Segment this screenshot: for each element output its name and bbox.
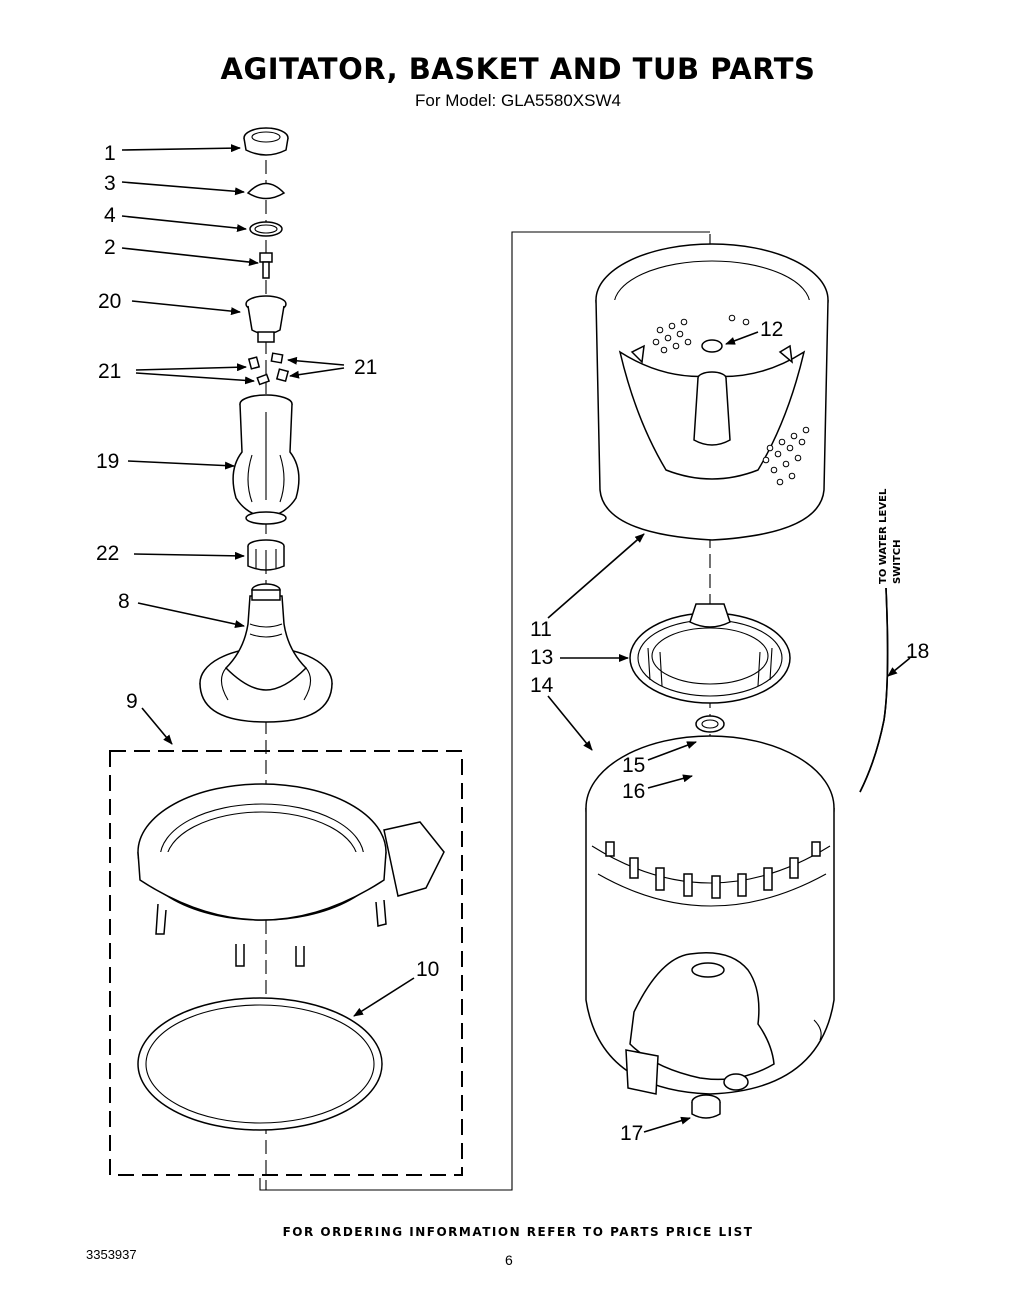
seal-ring-part bbox=[137, 997, 383, 1131]
label-part-11: 11 bbox=[530, 618, 552, 641]
label-part-8: 8 bbox=[118, 590, 130, 613]
water-level-hose-part bbox=[859, 587, 889, 793]
document-number: 3353937 bbox=[86, 1247, 137, 1262]
leader-arrows bbox=[121, 144, 911, 1133]
agitator-barrel-part bbox=[232, 394, 300, 525]
label-part-22: 22 bbox=[96, 542, 119, 565]
water-level-note-line2: SWITCH bbox=[892, 540, 903, 584]
drive-block-part bbox=[247, 539, 285, 571]
basket-holes bbox=[652, 314, 810, 486]
cam-part bbox=[245, 295, 287, 343]
label-part-18: 18 bbox=[906, 640, 929, 663]
label-part-9: 9 bbox=[126, 690, 138, 713]
label-part-17: 17 bbox=[620, 1122, 643, 1145]
label-part-4: 4 bbox=[104, 204, 116, 227]
page-number: 6 bbox=[505, 1252, 513, 1268]
label-part-13: 13 bbox=[530, 646, 553, 669]
label-part-21-right: 21 bbox=[354, 356, 377, 379]
label-part-3: 3 bbox=[104, 172, 116, 195]
agitator-dogs-part bbox=[247, 352, 290, 386]
label-part-16: 16 bbox=[622, 780, 645, 803]
label-part-14: 14 bbox=[530, 674, 554, 697]
drain-plug-part bbox=[691, 1094, 721, 1119]
agitator-cap-part bbox=[243, 127, 289, 156]
label-part-12: 12 bbox=[760, 318, 783, 341]
cap-seal-part bbox=[246, 182, 286, 200]
ordering-note: FOR ORDERING INFORMATION REFER TO PARTS … bbox=[282, 1225, 754, 1239]
label-part-2: 2 bbox=[104, 236, 116, 259]
outer-tub-part bbox=[585, 735, 835, 1095]
o-ring-part bbox=[249, 221, 283, 237]
agitator-base-part bbox=[199, 583, 333, 723]
clip-part bbox=[695, 715, 725, 733]
hub-seal-part bbox=[629, 603, 791, 704]
balance-ring-part bbox=[137, 783, 445, 967]
label-part-15: 15 bbox=[622, 754, 645, 777]
tub-rim-tabs bbox=[605, 841, 821, 899]
water-level-note-line1: TO WATER LEVEL bbox=[878, 488, 889, 584]
assembly-bracket-line bbox=[259, 231, 710, 1191]
page-title: AGITATOR, BASKET AND TUB PARTS bbox=[220, 52, 816, 86]
basket-drive-kit-box bbox=[109, 750, 463, 1176]
label-part-20: 20 bbox=[98, 290, 121, 313]
label-part-10: 10 bbox=[416, 958, 439, 981]
basket-part bbox=[595, 243, 829, 541]
model-subtitle: For Model: GLA5580XSW4 bbox=[415, 91, 621, 110]
label-part-21-left: 21 bbox=[98, 360, 121, 383]
label-part-19: 19 bbox=[96, 450, 119, 473]
bolt-part bbox=[259, 252, 273, 279]
label-part-1: 1 bbox=[104, 142, 116, 165]
